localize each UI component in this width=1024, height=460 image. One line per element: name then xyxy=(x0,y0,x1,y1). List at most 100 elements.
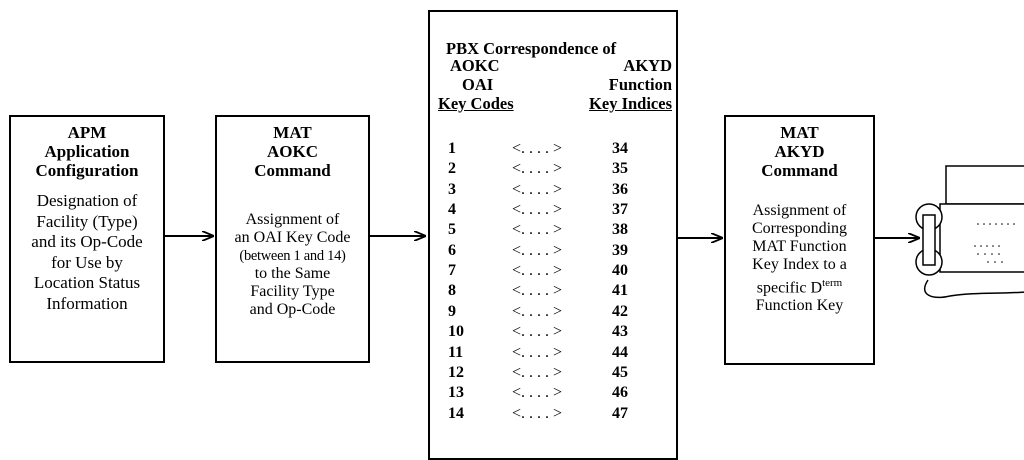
aokc-title-line: Command xyxy=(254,161,331,180)
key-index: 45 xyxy=(612,363,628,381)
key-index: 43 xyxy=(612,323,628,341)
aokc-body-line: and Op-Code xyxy=(249,301,336,318)
mapping-arrow-symbol: <. . . . > xyxy=(512,201,563,219)
akyd-dterm-superscript: term xyxy=(822,277,843,289)
apm-title: APM Application Configuration xyxy=(11,123,163,180)
key-index: 35 xyxy=(612,160,628,178)
right-header-key-indices: Key Indices xyxy=(589,94,672,113)
aokc-command-box: MAT AOKC Command Assignment of an OAI Ke… xyxy=(215,115,370,363)
right-header-line: AKYD xyxy=(623,56,672,75)
key-code: 1 xyxy=(448,140,456,157)
akyd-dterm-line: specific Dterm xyxy=(726,274,873,297)
akyd-title-line: MAT xyxy=(780,123,819,142)
key-code: 13 xyxy=(448,384,464,402)
aokc-title: MAT AOKC Command xyxy=(217,123,368,180)
key-index: 40 xyxy=(612,262,628,280)
key-code: 5 xyxy=(448,221,456,239)
mapping-arrow-symbol: <. . . . > xyxy=(512,282,563,300)
mapping-row: 1 <. . . . > 34 xyxy=(430,140,676,160)
key-index: 46 xyxy=(612,384,628,402)
apm-description: Designation of Facility (Type) and its O… xyxy=(11,191,163,314)
akyd-body-line: Assignment of xyxy=(752,202,847,219)
aokc-body-line: Facility Type xyxy=(250,283,335,300)
key-code: 9 xyxy=(448,302,456,320)
mapping-arrow-symbol: <. . . . > xyxy=(512,262,563,280)
mapping-row: 3<. . . . >36 xyxy=(430,181,676,201)
akyd-body-line: MAT Function xyxy=(752,238,847,255)
akyd-dterm-prefix: specific D xyxy=(756,279,823,297)
apm-title-line: Configuration xyxy=(35,161,139,180)
key-index: 47 xyxy=(612,404,628,422)
key-index: 42 xyxy=(612,302,628,320)
apm-title-line: APM xyxy=(67,123,107,142)
mapping-row: 2<. . . . >35 xyxy=(430,160,676,180)
key-index: 41 xyxy=(612,282,628,300)
pbx-right-header: AKYD Function Key Indices xyxy=(562,56,672,113)
mapping-arrow-symbol: <. . . . > xyxy=(512,404,563,422)
aokc-body-line: to the Same xyxy=(254,265,331,282)
akyd-body-line: Function Key xyxy=(755,297,844,315)
mapping-arrow-symbol: <. . . . > xyxy=(512,302,563,320)
key-code: 12 xyxy=(448,363,464,381)
akyd-title: MAT AKYD Command xyxy=(726,123,873,180)
mapping-arrow-symbol: <. . . . > xyxy=(512,241,563,259)
pbx-correspondence-box: PBX Correspondence of AOKC OAI Key Codes… xyxy=(428,10,678,460)
mapping-row: 14 <. . . . > 47 xyxy=(430,405,676,425)
aokc-body-line: (between 1 and 14) xyxy=(239,248,346,264)
key-code: 4 xyxy=(448,201,456,219)
mapping-row: 4<. . . . >37 xyxy=(430,201,676,221)
apm-config-box: APM Application Configuration Designatio… xyxy=(9,115,165,363)
aokc-body-line: Assignment of xyxy=(245,211,340,228)
akyd-title-line: Command xyxy=(761,161,838,180)
mapping-row: 11<. . . . >44 xyxy=(430,344,676,364)
apm-body-line: Location Status xyxy=(33,273,141,292)
apm-body-line: for Use by xyxy=(51,252,123,272)
apm-body-line: Facility (Type) xyxy=(36,211,138,231)
aokc-description: Assignment of an OAI Key Code (between 1… xyxy=(217,211,368,319)
mapping-row: 12 <. . . . > 45 xyxy=(430,364,676,384)
aokc-body-line: an OAI Key Code xyxy=(234,229,351,246)
mapping-row: 6 <. . . . > 39 xyxy=(430,242,676,262)
akyd-title-line: AKYD xyxy=(774,142,825,161)
mapping-arrow-symbol: <. . . . > xyxy=(512,323,563,341)
key-code: 14 xyxy=(448,404,464,422)
mapping-row: 10 <. . . . > 43 xyxy=(430,323,676,343)
key-index: 39 xyxy=(612,241,628,259)
apm-body-line: and its Op-Code xyxy=(31,232,143,251)
mapping-arrow-symbol: <. . . . > xyxy=(512,343,563,361)
key-index: 36 xyxy=(612,180,628,198)
key-code: 6 xyxy=(448,241,456,259)
mapping-row: 9 <. . . . > 42 xyxy=(430,303,676,323)
left-header-line: OAI xyxy=(462,75,494,94)
mapping-arrow-symbol: <. . . . > xyxy=(512,140,563,157)
telephone-icon xyxy=(915,165,1024,299)
aokc-title-line: AOKC xyxy=(267,142,318,161)
key-code: 10 xyxy=(448,323,464,341)
akyd-body-line: Corresponding xyxy=(751,220,848,237)
mapping-arrow-symbol: <. . . . > xyxy=(512,221,563,239)
key-code: 7 xyxy=(448,262,456,280)
akyd-body-line: Key Index to a xyxy=(752,256,847,273)
apm-title-line: Application xyxy=(44,142,130,161)
akyd-description: Assignment of Corresponding MAT Function… xyxy=(726,202,873,315)
apm-body-line: Designation of xyxy=(36,191,138,210)
mapping-arrow-symbol: <. . . . > xyxy=(512,384,563,402)
key-index: 34 xyxy=(612,140,628,157)
akyd-command-box: MAT AKYD Command Assignment of Correspon… xyxy=(724,115,875,365)
aokc-title-line: MAT xyxy=(273,123,312,142)
pbx-left-header: AOKC OAI Key Codes xyxy=(438,56,542,113)
mapping-row: 5 <. . . . > 38 xyxy=(430,221,676,241)
left-header-key-codes: Key Codes xyxy=(438,94,514,113)
mapping-row: 13 <. . . . > 46 xyxy=(430,384,676,404)
left-header-line: AOKC xyxy=(450,56,500,75)
mapping-arrow-symbol: <. . . . > xyxy=(512,363,563,381)
key-code: 2 xyxy=(448,160,456,178)
key-code: 8 xyxy=(448,282,456,300)
apm-body-line: Information xyxy=(46,293,128,313)
mapping-arrow-symbol: <. . . . > xyxy=(512,180,563,198)
mapping-row: 8 <. . . . > 41 xyxy=(430,282,676,302)
key-index: 38 xyxy=(612,221,628,239)
key-index: 44 xyxy=(612,343,628,361)
